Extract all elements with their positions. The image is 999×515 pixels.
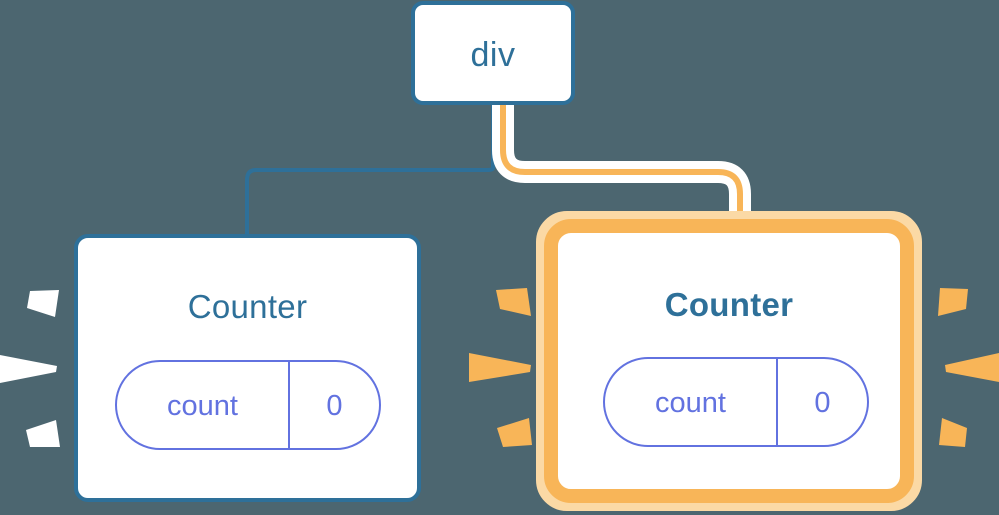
prop-value-counter-left: 0 [326,390,343,422]
node-label-div: div [470,36,516,74]
prop-name-counter-left: count [167,390,238,422]
ray-orange-right-upper [938,288,968,316]
edge-root-to-counter-right [500,103,743,232]
ray-orange-left-lower [497,418,532,447]
rays-counter-left [0,290,60,447]
node-label-counter-left: Counter [187,288,308,325]
ray-orange-right-middle [945,353,999,382]
node-label-counter-right: Counter [664,286,794,323]
prop-value-counter-right: 0 [814,387,831,419]
prop-pill-outline-right [603,357,869,447]
edge-root-to-counter-left [245,103,495,236]
prop-pill-counter-left [115,360,381,450]
rays-counter-right-left [469,288,532,447]
ray-white-middle [0,355,57,383]
ray-white-lower [26,420,60,447]
ray-orange-left-upper [496,288,531,316]
prop-pill-outline-left [115,360,381,450]
node-box-counter-right-halo [536,211,922,511]
ray-orange-right-lower [939,418,967,447]
ray-orange-left-middle [469,353,531,382]
prop-name-counter-right: count [655,387,726,419]
node-box-div[interactable] [411,1,575,105]
prop-pill-counter-right [603,357,869,447]
rays-counter-right-right [938,288,999,447]
ray-white-upper [27,290,59,317]
